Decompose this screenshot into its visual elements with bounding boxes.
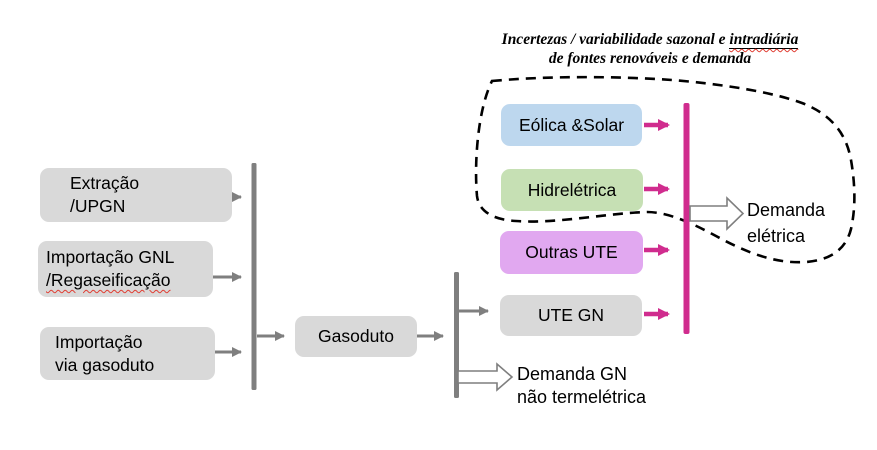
demanda-eletrica-arrow (689, 196, 745, 231)
annotation-underlined-word: intradiária (729, 31, 799, 49)
power-box-hidreletrica: Hidrelétrica (501, 169, 643, 211)
source-box-importacao-gnl: Importação GNL /Regaseificação (38, 241, 213, 297)
power-box-ute-gn: UTE GN (500, 295, 642, 336)
source-box-importacao-via-gasoduto: Importação via gasoduto (40, 327, 215, 380)
uncertainty-annotation: Incertezas / variabilidade sazonal e int… (440, 30, 860, 68)
demanda-gn-label: Demanda GN não termelétrica (517, 364, 647, 407)
electric-bus-bar (683, 103, 690, 334)
demanda-eletrica-label: Demanda elétrica (747, 200, 826, 246)
power-box-eolica-solar: Eólica &Solar (501, 104, 642, 146)
gasoduto-box: Gasoduto (295, 316, 417, 357)
uncertainty-boundary-outline (474, 75, 856, 264)
annotation-line2: de fontes renováveis e demanda (548, 50, 752, 67)
gas-distribution-bar (454, 272, 459, 398)
demanda-gn-arrow (457, 362, 514, 392)
source-box-extracao-upgn: Extração /UPGN (40, 168, 232, 222)
gas-collector-bar (251, 163, 257, 390)
annotation-line1: Incertezas / variabilidade sazonal e int… (501, 31, 799, 49)
power-box-outras-ute: Outras UTE (500, 231, 643, 274)
